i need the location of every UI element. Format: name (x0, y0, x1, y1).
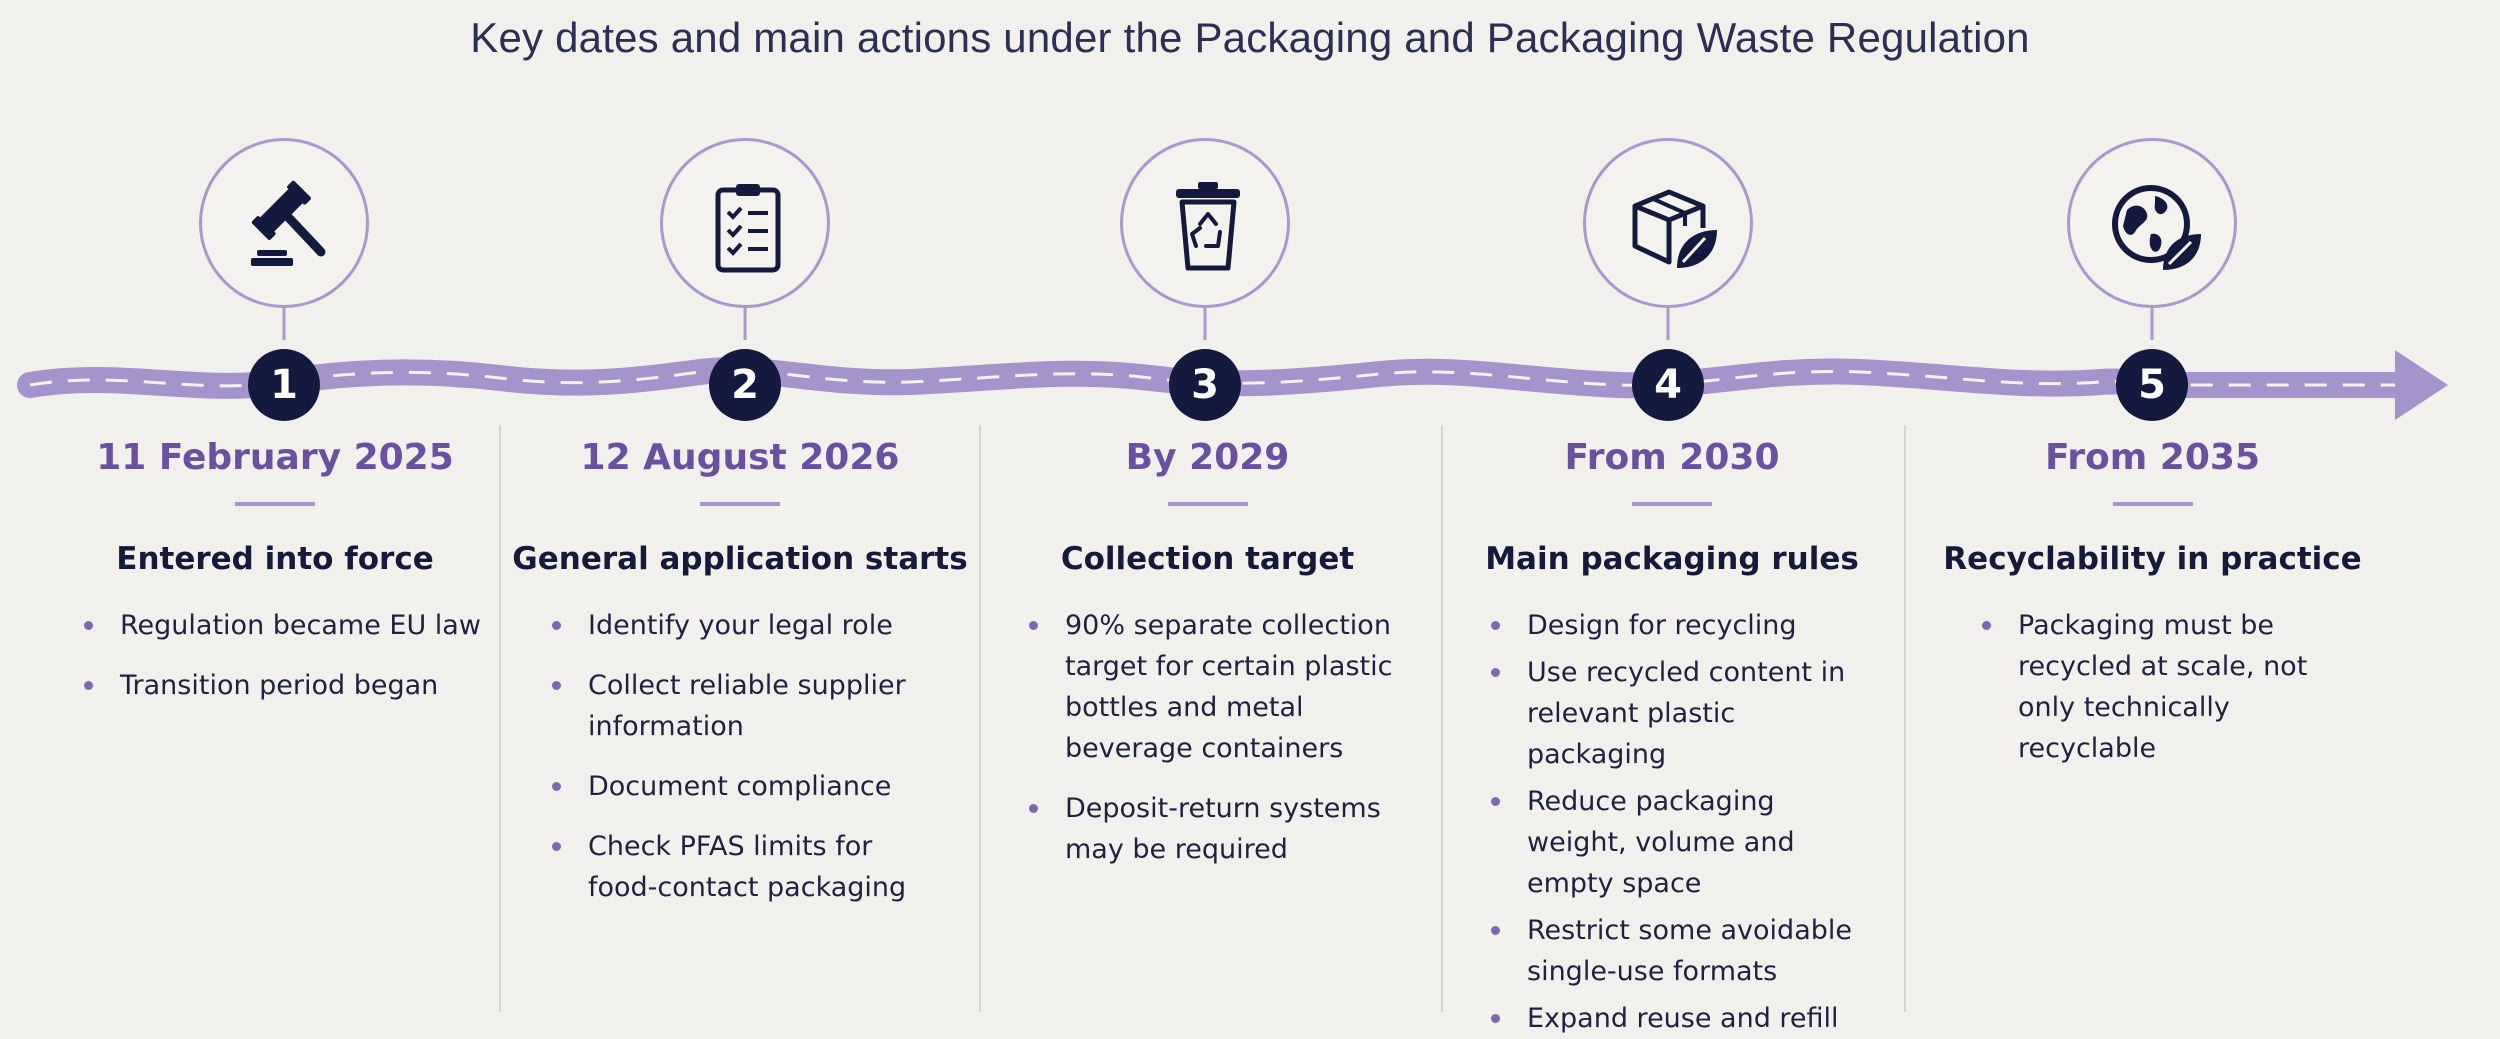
list-item: Restrict some avoidable single-use forma… (1491, 910, 1872, 992)
step-5-title: Recyclability in practice (1943, 541, 2362, 577)
list-item: Deposit-return systems may be required (1029, 788, 1395, 870)
step-3-date: By 2029 (1125, 437, 1290, 478)
step-2-date: 12 August 2026 (580, 437, 900, 478)
gavel-icon (251, 180, 326, 266)
step-3-date-rule (1167, 502, 1248, 506)
page-subtitle: Key dates and main actions under the Pac… (470, 14, 2030, 61)
step-5-icon-circle (2067, 138, 2237, 308)
step-3-column: By 2029 Collection target 90% separate c… (985, 440, 1430, 870)
step-1-icon-circle (199, 138, 369, 308)
list-item: Packaging must be recycled at scale, not… (1982, 605, 2318, 769)
step-2-column: 12 August 2026 General application start… (505, 440, 975, 908)
list-item: Collect reliable supplier information (552, 665, 918, 747)
globe-leaf-icon (2112, 185, 2201, 270)
step-4-bullets: Design for recycling Use recycled conten… (1491, 605, 1872, 1039)
step-4-icon-circle (1583, 138, 1753, 308)
step-2-number: 2 (709, 349, 781, 421)
list-item: Use recycled content in relevant plastic… (1491, 652, 1872, 775)
step-2-date-rule (700, 502, 780, 506)
step-2-icon-circle (660, 138, 830, 308)
list-item: Expand reuse and refill (1491, 998, 1872, 1039)
box-leaf-icon (1632, 189, 1717, 268)
road-arrow-head (2395, 350, 2448, 420)
step-3-number: 3 (1169, 349, 1241, 421)
step-4-title: Main packaging rules (1485, 541, 1859, 577)
step-1-title: Entered into force (116, 541, 434, 577)
list-item: Design for recycling (1491, 605, 1872, 646)
list-item: Regulation became EU law (84, 605, 520, 646)
list-item: Transition period began (84, 665, 520, 706)
road-dashes (29, 368, 2400, 388)
list-item: Reduce packaging weight, volume and empt… (1491, 781, 1872, 904)
list-item: Document compliance (552, 766, 918, 807)
step-3-icon-circle (1120, 138, 1290, 308)
recycle-bin-icon (1176, 182, 1240, 271)
step-2-title: General application starts (512, 541, 968, 577)
step-4-number: 4 (1632, 349, 1704, 421)
step-1-date: 11 February 2025 (96, 437, 454, 478)
step-1-column: 11 February 2025 Entered into force Regu… (20, 440, 530, 706)
step-1-number: 1 (248, 349, 320, 421)
step-4-date: From 2030 (1564, 437, 1780, 478)
list-item: Identify your legal role (552, 605, 918, 646)
list-item: Check PFAS limits for food-contact packa… (552, 826, 918, 908)
step-1-bullets: Regulation became EU law Transition peri… (84, 605, 520, 706)
step-5-date-rule (2112, 502, 2193, 506)
step-1-date-rule (235, 502, 315, 506)
clipboard-checklist-icon (715, 184, 781, 273)
step-2-bullets: Identify your legal role Collect reliabl… (552, 605, 918, 908)
step-5-number: 5 (2116, 349, 2188, 421)
step-5-bullets: Packaging must be recycled at scale, not… (1982, 605, 2318, 769)
step-4-date-rule (1632, 502, 1712, 506)
step-4-column: From 2030 Main packaging rules Design fo… (1447, 440, 1897, 1039)
step-3-bullets: 90% separate collection target for certa… (1029, 605, 1395, 870)
step-5-date: From 2035 (2044, 437, 2260, 478)
step-5-column: From 2035 Recyclability in practice Pack… (1910, 440, 2395, 769)
list-item: 90% separate collection target for certa… (1029, 605, 1395, 769)
step-3-title: Collection target (1060, 541, 1355, 577)
